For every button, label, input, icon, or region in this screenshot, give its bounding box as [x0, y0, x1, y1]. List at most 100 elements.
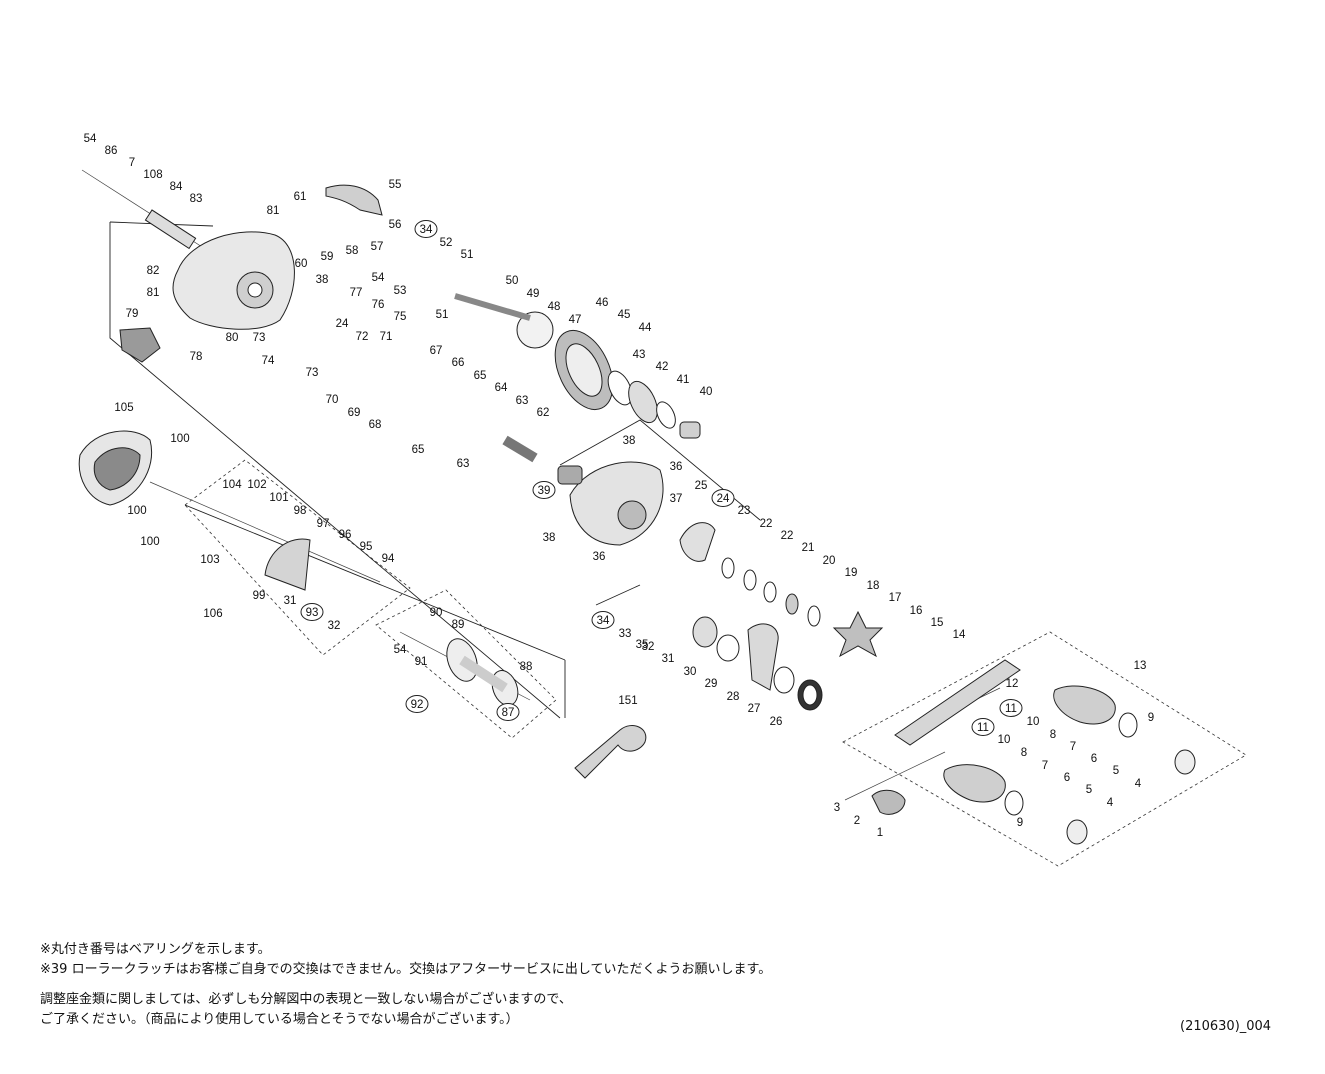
part-number: 58 [346, 245, 359, 257]
part-number: 106 [203, 608, 222, 620]
part-label: 92 [405, 695, 429, 713]
part-label: 81 [147, 287, 160, 299]
part-number: 64 [495, 382, 508, 394]
part-label: 40 [700, 386, 713, 398]
part-label: 24 [711, 489, 735, 507]
handle-knob-lower [943, 764, 1006, 803]
part-number: 108 [143, 169, 162, 181]
part-label: 41 [677, 374, 690, 386]
part-number: 10 [998, 734, 1011, 746]
part-label: 87 [496, 703, 520, 721]
part-number: 15 [931, 617, 944, 629]
part-label: 104 [222, 479, 242, 491]
part-label: 43 [633, 349, 646, 361]
part-label: 10 [1027, 716, 1040, 728]
part-number: 31 [284, 595, 297, 607]
bearing-marker-circle [414, 220, 438, 238]
part-label: 63 [516, 395, 529, 407]
part-label: 80 [226, 332, 239, 344]
part-number: 63 [457, 458, 470, 470]
part-number: 21 [802, 542, 815, 554]
part-number: 35 [636, 639, 649, 651]
part-label: 5 [1113, 765, 1119, 777]
part-label: 100 [170, 433, 189, 445]
part-number: 38 [623, 435, 636, 447]
part-label: 151 [618, 695, 637, 707]
part-label: 69 [348, 407, 361, 419]
part-number: 151 [618, 695, 637, 707]
part-number: 34 [597, 615, 610, 627]
part-label: 28 [727, 691, 740, 703]
handle-knob-upper [1053, 685, 1116, 725]
drag-washer-43 [607, 370, 633, 406]
part-label: 65 [412, 444, 425, 456]
part-label: 32 [328, 620, 341, 632]
part-number: 101 [269, 492, 288, 504]
part-label: 108 [143, 169, 162, 181]
part-label: 100 [140, 536, 159, 548]
part-number: 86 [105, 145, 118, 157]
note-shims-2: ご了承ください。（商品により使用している場合とそうでない場合がございます。） [40, 1012, 519, 1027]
part-label: 48 [548, 301, 561, 313]
part-number: 10 [1027, 716, 1040, 728]
part-label: 27 [748, 703, 761, 715]
part-number: 24 [336, 318, 349, 330]
part-number: 1 [877, 827, 883, 839]
part-label: 100 [127, 505, 146, 517]
bearing-marker-circle [496, 703, 520, 721]
part-label: 47 [569, 314, 582, 326]
part-label: 49 [527, 288, 540, 300]
part-label: 15 [931, 617, 944, 629]
part-label: 25 [695, 480, 708, 492]
part-label: 39 [532, 481, 556, 499]
bearing-marker-circle [300, 603, 324, 621]
part-label: 2 [854, 815, 860, 827]
note-bearing: ※丸付き番号はベアリングを示します。 [40, 942, 271, 957]
part-label: 73 [253, 332, 266, 344]
part-number: 48 [548, 301, 561, 313]
part-number: 4 [1107, 797, 1114, 809]
part-label: 50 [506, 275, 519, 287]
part-number: 67 [430, 345, 443, 357]
part-label: 6 [1091, 753, 1097, 765]
part-label: 11 [971, 718, 995, 736]
part-number: 46 [596, 297, 609, 309]
group-box-92 [375, 589, 557, 739]
part-number: 36 [670, 461, 683, 473]
part-number: 36 [593, 551, 606, 563]
part-label: 20 [823, 555, 836, 567]
frame-plate [172, 231, 295, 330]
part-label: 10 [998, 734, 1011, 746]
pinion-62 [502, 435, 538, 463]
part-number: 22 [781, 530, 794, 542]
part-number: 100 [140, 536, 159, 548]
part-label: 22 [760, 518, 773, 530]
part-number: 70 [326, 394, 339, 406]
part-label: 54 [84, 133, 97, 145]
part-label: 106 [203, 608, 222, 620]
part-number: 24 [717, 493, 730, 505]
part-number: 72 [356, 331, 369, 343]
part-number: 34 [420, 224, 433, 236]
part-label: 54 [394, 644, 407, 656]
part-label: 34 [591, 611, 615, 629]
part-number: 73 [306, 367, 319, 379]
part-label: 56 [389, 219, 402, 231]
part-label: 38 [543, 532, 556, 544]
part-number: 63 [516, 395, 529, 407]
part-number: 29 [705, 678, 718, 690]
bearing-marker-circle [591, 611, 615, 629]
part-number: 5 [1086, 784, 1092, 796]
part-label: 13 [1134, 660, 1147, 672]
part-label: 81 [267, 205, 280, 217]
part-number: 41 [677, 374, 690, 386]
part-number: 49 [527, 288, 540, 300]
part-label: 99 [253, 590, 266, 602]
part-label: 83 [190, 193, 203, 205]
part-label: 6 [1064, 772, 1070, 784]
part-number: 52 [440, 237, 453, 249]
part-number: 76 [372, 299, 385, 311]
part-label: 98 [294, 505, 307, 517]
part-number: 61 [294, 191, 307, 203]
